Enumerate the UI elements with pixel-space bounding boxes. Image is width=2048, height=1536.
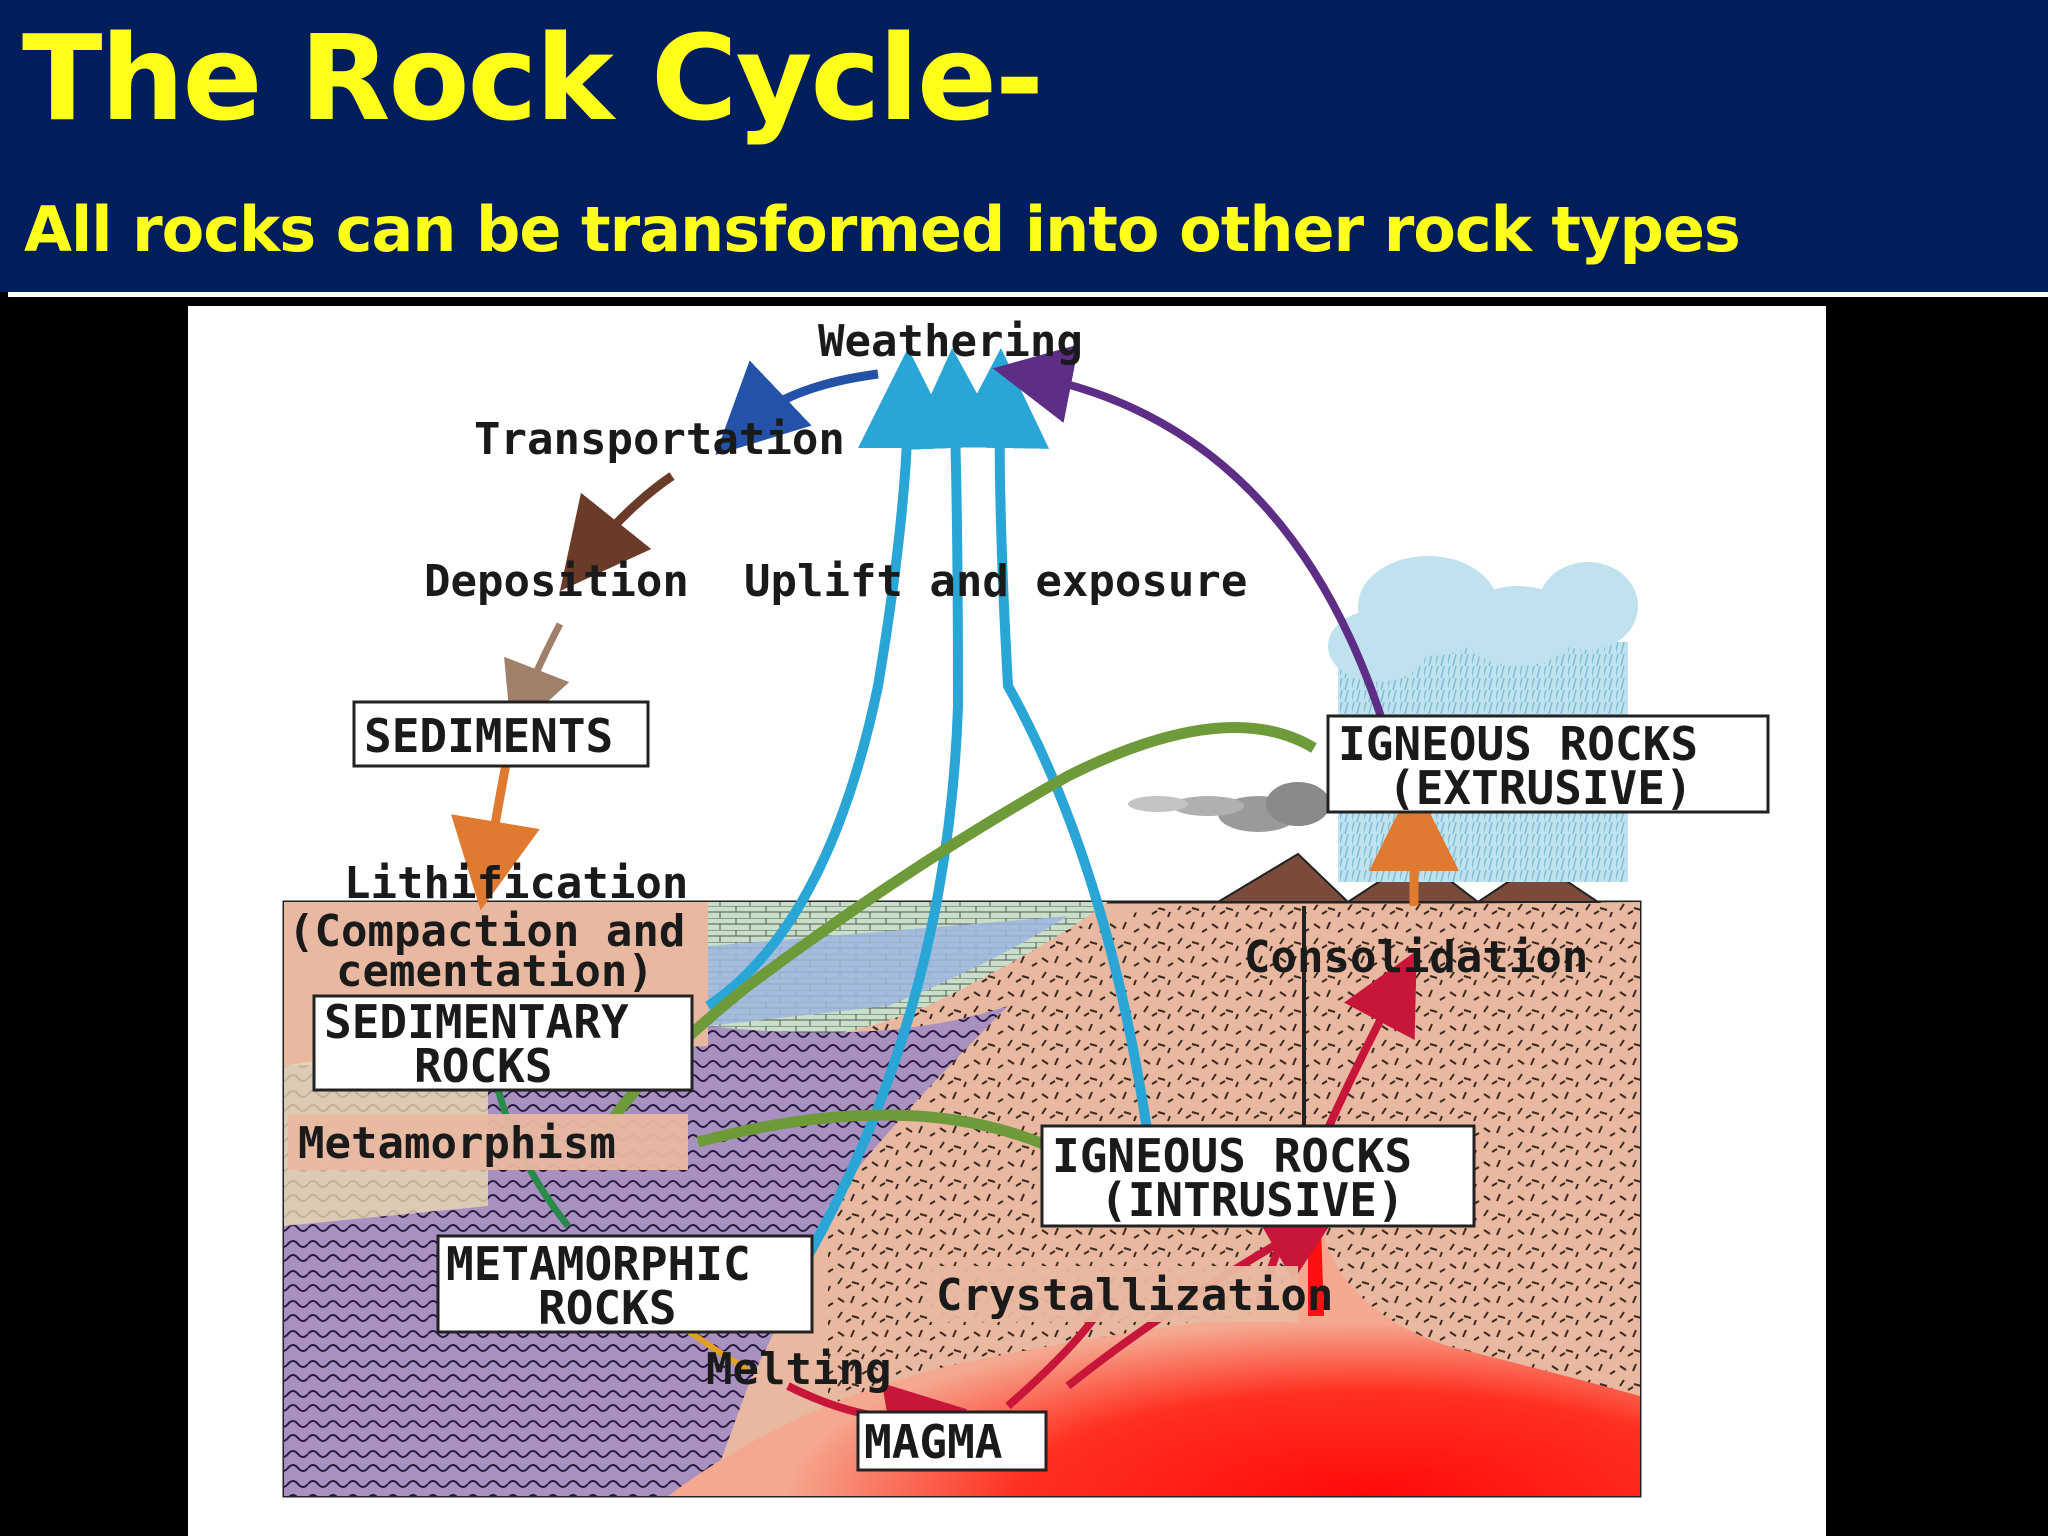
box-magma: MAGMA xyxy=(856,1410,1048,1472)
arrow-deposition-sediments xyxy=(504,622,570,735)
rock-cycle-diagram: Weathering Transportation Deposition Upl… xyxy=(188,306,1826,1536)
label-crystallization: Crystallization xyxy=(936,1270,1333,1321)
box-extrusive-line1: IGNEOUS ROCKS xyxy=(1338,717,1698,771)
box-intrusive-line1: IGNEOUS ROCKS xyxy=(1052,1129,1412,1183)
label-melting: Melting xyxy=(706,1344,891,1395)
box-magma-label: MAGMA xyxy=(864,1415,1002,1469)
box-metamorphic-line2: ROCKS xyxy=(538,1281,676,1335)
box-metamorphic-line1: METAMORPHIC xyxy=(446,1237,751,1291)
box-igneous-intrusive: IGNEOUS ROCKS (INTRUSIVE) xyxy=(1040,1124,1476,1228)
volcano-left xyxy=(1214,852,1351,903)
header-divider xyxy=(8,292,2048,297)
rock-boxes: SEDIMENTS SEDIMENTARY ROCKS METAMORPHIC … xyxy=(312,700,1770,1472)
arrow-uplift-igneous xyxy=(949,348,1153,1137)
box-sedimentary-line1: SEDIMENTARY xyxy=(324,995,629,1049)
rock-cycle-svg: Weathering Transportation Deposition Upl… xyxy=(282,316,1770,1498)
slide-subtitle: All rocks can be transformed into other … xyxy=(24,193,1741,266)
process-labels: Weathering Transportation Deposition Upl… xyxy=(288,316,1588,1395)
arrow-transport-deposition xyxy=(559,472,675,592)
cycle-arrows xyxy=(451,344,1459,1463)
slide-header: The Rock Cycle- All rocks can be transfo… xyxy=(0,0,2048,292)
label-uplift: Uplift and exposure xyxy=(744,556,1247,607)
box-sedimentary-rocks: SEDIMENTARY ROCKS xyxy=(312,994,694,1093)
box-extrusive-line2: (EXTRUSIVE) xyxy=(1388,761,1693,815)
box-sediments-label: SEDIMENTS xyxy=(364,709,613,763)
label-cementation: cementation) xyxy=(336,946,654,997)
label-metamorphism: Metamorphism xyxy=(298,1118,616,1169)
box-metamorphic-rocks: METAMORPHIC ROCKS xyxy=(436,1234,814,1335)
arrow-sediments-lithification xyxy=(451,763,540,911)
label-transportation: Transportation xyxy=(474,414,845,465)
slide-title: The Rock Cycle- xyxy=(22,9,1044,147)
arrow-uplift-sedimentary xyxy=(705,348,958,1011)
smoke-plume xyxy=(1128,782,1330,832)
box-sedimentary-line2: ROCKS xyxy=(414,1039,552,1093)
box-sediments: SEDIMENTS xyxy=(352,700,650,768)
box-intrusive-line2: (INTRUSIVE) xyxy=(1100,1173,1405,1227)
label-deposition: Deposition xyxy=(424,556,689,607)
label-lithification: Lithification xyxy=(344,858,688,909)
label-consolidation: Consolidation xyxy=(1244,932,1588,983)
label-compaction: (Compaction and xyxy=(288,906,685,957)
label-weathering: Weathering xyxy=(818,316,1083,367)
arrow-intrusive-metamorphism xyxy=(696,1109,1051,1152)
box-igneous-extrusive: IGNEOUS ROCKS (EXTRUSIVE) xyxy=(1326,714,1770,815)
arrow-extrusive-weathering xyxy=(992,344,1388,728)
